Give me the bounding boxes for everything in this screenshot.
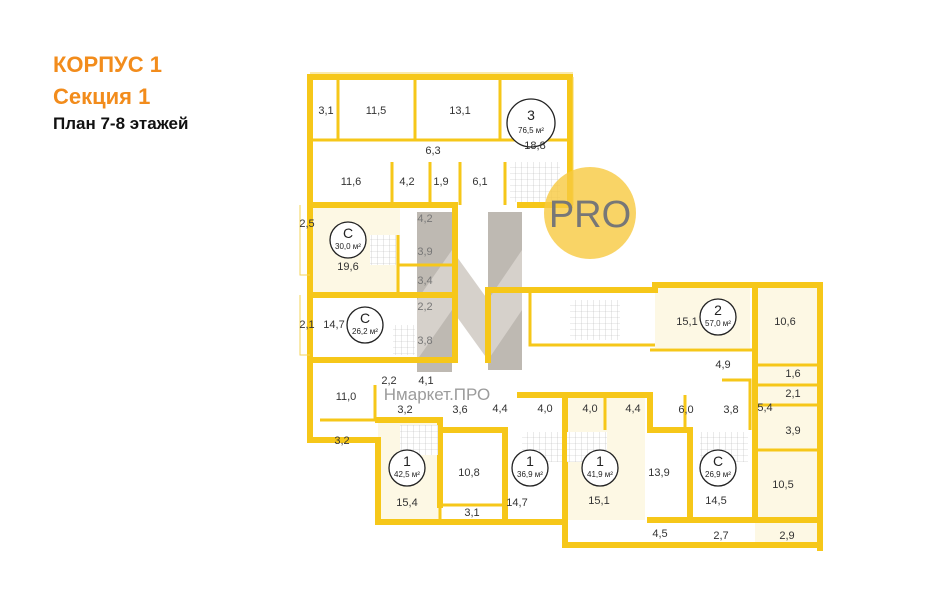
pro-badge-text: PRO	[549, 194, 631, 236]
room-area: 1,6	[785, 368, 800, 380]
walls	[299, 72, 823, 551]
room-area: 3,1	[464, 507, 479, 519]
apartment-type: С	[360, 310, 370, 326]
room-area: 14,7	[323, 319, 344, 331]
room-area: 4,2	[399, 176, 414, 188]
room-area: 4,4	[625, 403, 640, 415]
room-area: 11,5	[366, 105, 387, 117]
room-area: 3,6	[452, 404, 467, 416]
room-area: 4,4	[492, 403, 507, 415]
apartment-badge[interactable]: 257,0 м²	[699, 298, 737, 336]
apartment-type: 1	[403, 453, 411, 469]
room-area: 3,9	[417, 246, 432, 258]
apartment-badge[interactable]: С26,9 м²	[699, 449, 737, 487]
apartment-area: 36,9 м²	[517, 470, 543, 479]
room-area: 2,2	[417, 301, 432, 313]
room-labels: 3,1 11,5 13,1 18,8 6,3 11,6 4,2 1,9 6,1 …	[299, 105, 800, 542]
room-area: 1,9	[433, 176, 448, 188]
room-area: 15,1	[588, 495, 609, 507]
room-area: 4,5	[652, 528, 667, 540]
room-area: 4,0	[582, 403, 597, 415]
room-area: 4,0	[537, 403, 552, 415]
watermark-site: Нмаркет.ПРО	[384, 385, 490, 404]
apartment-area: 41,9 м²	[587, 470, 613, 479]
apartment-badge[interactable]: 136,9 м²	[511, 449, 549, 487]
apartment-area: 76,5 м²	[518, 126, 544, 135]
building-title: КОРПУС 1	[53, 52, 162, 77]
room-area: 15,1	[676, 316, 697, 328]
room-area: 3,2	[397, 404, 412, 416]
apartment-badge[interactable]: 141,9 м²	[581, 449, 619, 487]
room-area: 3,4	[417, 275, 432, 287]
apartment-area: 26,2 м²	[352, 327, 378, 336]
pro-badge: PRO	[544, 167, 636, 259]
apartment-area: 26,9 м²	[705, 470, 731, 479]
apartment-type: С	[343, 225, 353, 241]
apartment-badge[interactable]: 142,5 м²	[388, 449, 426, 487]
apartment-badge[interactable]: С26,2 м²	[346, 306, 384, 344]
room-area: 2,7	[713, 530, 728, 542]
room-area: 3,9	[785, 425, 800, 437]
room-area: 3,1	[318, 105, 333, 117]
room-area: 6,0	[678, 404, 693, 416]
room-area: 3,8	[723, 404, 738, 416]
section-title: Секция 1	[53, 84, 151, 109]
room-area: 4,2	[417, 213, 432, 225]
apartment-area: 30,0 м²	[335, 242, 361, 251]
room-area: 2,2	[381, 375, 396, 387]
room-area: 2,5	[299, 218, 314, 230]
room-area: 2,1	[299, 319, 314, 331]
apartment-type: С	[713, 453, 723, 469]
room-area: 6,1	[472, 176, 487, 188]
apartment-type: 3	[527, 107, 535, 123]
apartment-badge[interactable]: 3 76,5 м²	[506, 98, 556, 148]
room-area: 14,5	[705, 495, 726, 507]
room-area: 5,4	[757, 402, 772, 414]
room-area: 6,3	[425, 145, 440, 157]
apartment-area: 42,5 м²	[394, 470, 420, 479]
room-area: 11,6	[341, 176, 362, 188]
room-area: 15,4	[396, 497, 417, 509]
room-area: 2,1	[785, 388, 800, 400]
room-area: 13,9	[648, 467, 669, 479]
room-area: 11,0	[336, 391, 357, 403]
room-area: 10,5	[772, 479, 793, 491]
apartment-type: 2	[714, 302, 722, 318]
room-area: 18,8	[524, 140, 545, 152]
room-area: 3,8	[417, 335, 432, 347]
room-area: 10,8	[458, 467, 479, 479]
room-area: 13,1	[449, 105, 470, 117]
apartment-area: 57,0 м²	[705, 319, 731, 328]
room-area: 4,9	[715, 359, 730, 371]
room-area: 2,9	[779, 530, 794, 542]
room-area: 10,6	[774, 316, 795, 328]
apartment-type: 1	[596, 453, 604, 469]
apartment-type: 1	[526, 453, 534, 469]
room-area: 4,1	[418, 375, 433, 387]
apartment-badge[interactable]: С30,0 м²	[329, 221, 367, 259]
floor-plan-title: План 7-8 этажей	[53, 114, 189, 133]
room-area: 19,6	[337, 261, 358, 273]
room-area: 14,7	[506, 497, 527, 509]
room-area: 3,2	[334, 435, 349, 447]
